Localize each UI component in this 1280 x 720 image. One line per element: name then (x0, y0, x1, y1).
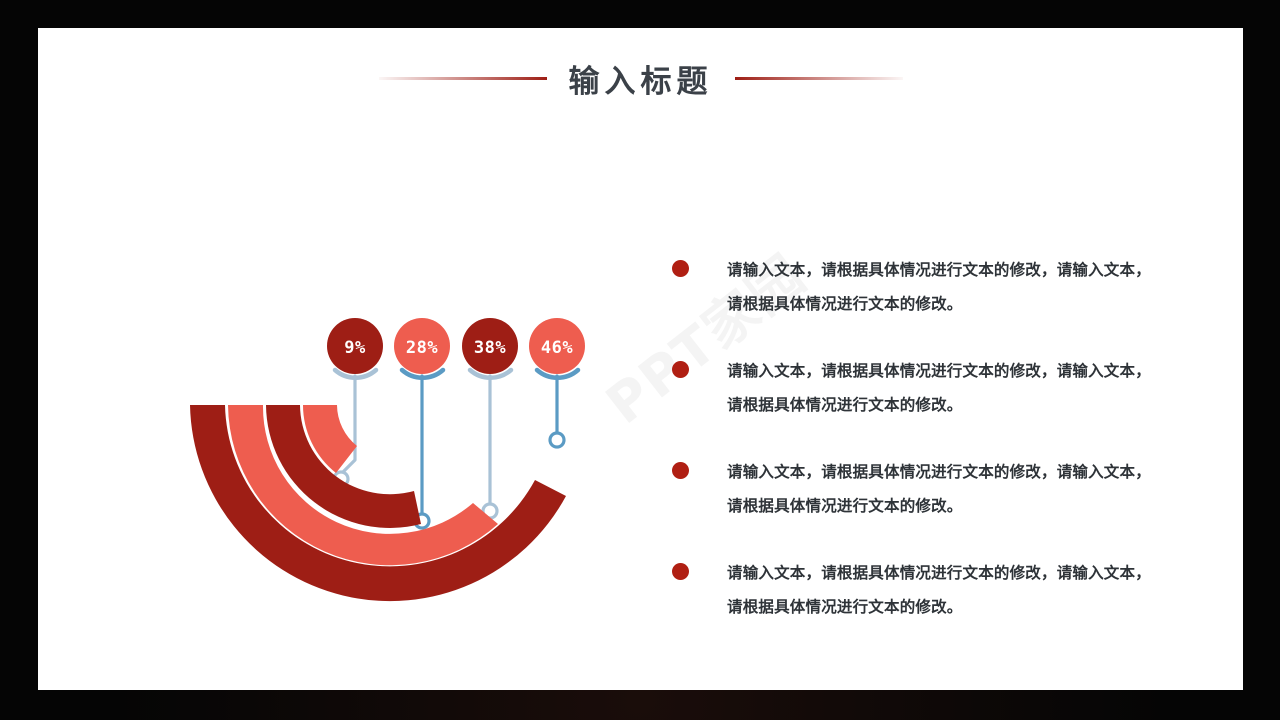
title-rule-right-icon (734, 77, 903, 80)
bullet-list: 请输入文本，请根据具体情况进行文本的修改，请输入文本，请根据具体情况进行文本的修… (672, 253, 1172, 624)
bullet-dot-icon (672, 260, 689, 277)
list-item: 请输入文本，请根据具体情况进行文本的修改，请输入文本，请根据具体情况进行文本的修… (672, 354, 1172, 422)
bullet-text: 请输入文本，请根据具体情况进行文本的修改，请输入文本，请根据具体情况进行文本的修… (727, 362, 1151, 414)
page-title: 输入标题 (568, 64, 713, 100)
list-item: 请输入文本，请根据具体情况进行文本的修改，请输入文本，请根据具体情况进行文本的修… (672, 556, 1172, 624)
bullet-text: 请输入文本，请根据具体情况进行文本的修改，请输入文本，请根据具体情况进行文本的修… (727, 564, 1151, 616)
marker-cap-1-icon (332, 367, 379, 380)
percent-bubble-1[interactable] (327, 318, 383, 374)
percent-label-2: 28% (406, 338, 438, 358)
percent-marker-3[interactable]: 38% (462, 318, 518, 374)
arc-segment-4 (190, 405, 566, 602)
percent-bubble-2[interactable] (394, 318, 450, 374)
bullet-dot-icon (672, 563, 689, 580)
bullet-dot-icon (672, 462, 689, 479)
marker-cap-3-icon (467, 367, 514, 380)
arc-segment-3 (228, 405, 498, 566)
marker-cap-group (332, 367, 581, 380)
bullet-text: 请输入文本，请根据具体情况进行文本的修改，请输入文本，请根据具体情况进行文本的修… (727, 261, 1151, 313)
bullet-text: 请输入文本，请根据具体情况进行文本的修改，请输入文本，请根据具体情况进行文本的修… (727, 463, 1151, 515)
marker-cap-2-icon (399, 367, 446, 380)
bullet-dot-icon (672, 361, 689, 378)
percent-bubble-4[interactable] (529, 318, 585, 374)
arc-segment-1 (303, 405, 357, 473)
percent-bubble-3[interactable] (462, 318, 518, 374)
arc-group (190, 405, 566, 602)
arc-chart-svg: 9% 28% 38% 46% (190, 318, 585, 602)
arc-segment-2 (266, 405, 421, 528)
slide-canvas: 输入标题 PPT家园 (38, 28, 1243, 690)
nested-arc-chart: 9% 28% 38% 46% (138, 288, 638, 648)
title-rule-left-icon (378, 77, 547, 80)
percent-label-3: 38% (474, 338, 506, 358)
list-item: 请输入文本，请根据具体情况进行文本的修改，请输入文本，请根据具体情况进行文本的修… (672, 455, 1172, 523)
percent-marker-2[interactable]: 28% (394, 318, 450, 374)
percent-marker-4[interactable]: 46% (529, 318, 585, 374)
percent-label-4: 46% (541, 338, 573, 358)
marker-cap-4-icon (534, 367, 581, 380)
list-item: 请输入文本，请根据具体情况进行文本的修改，请输入文本，请根据具体情况进行文本的修… (672, 253, 1172, 321)
percent-label-1: 9% (344, 338, 366, 358)
percent-marker-1[interactable]: 9% (327, 318, 383, 374)
connector-endpoint-4-icon (548, 431, 566, 449)
slide-title-block: 输入标题 (38, 56, 1243, 101)
